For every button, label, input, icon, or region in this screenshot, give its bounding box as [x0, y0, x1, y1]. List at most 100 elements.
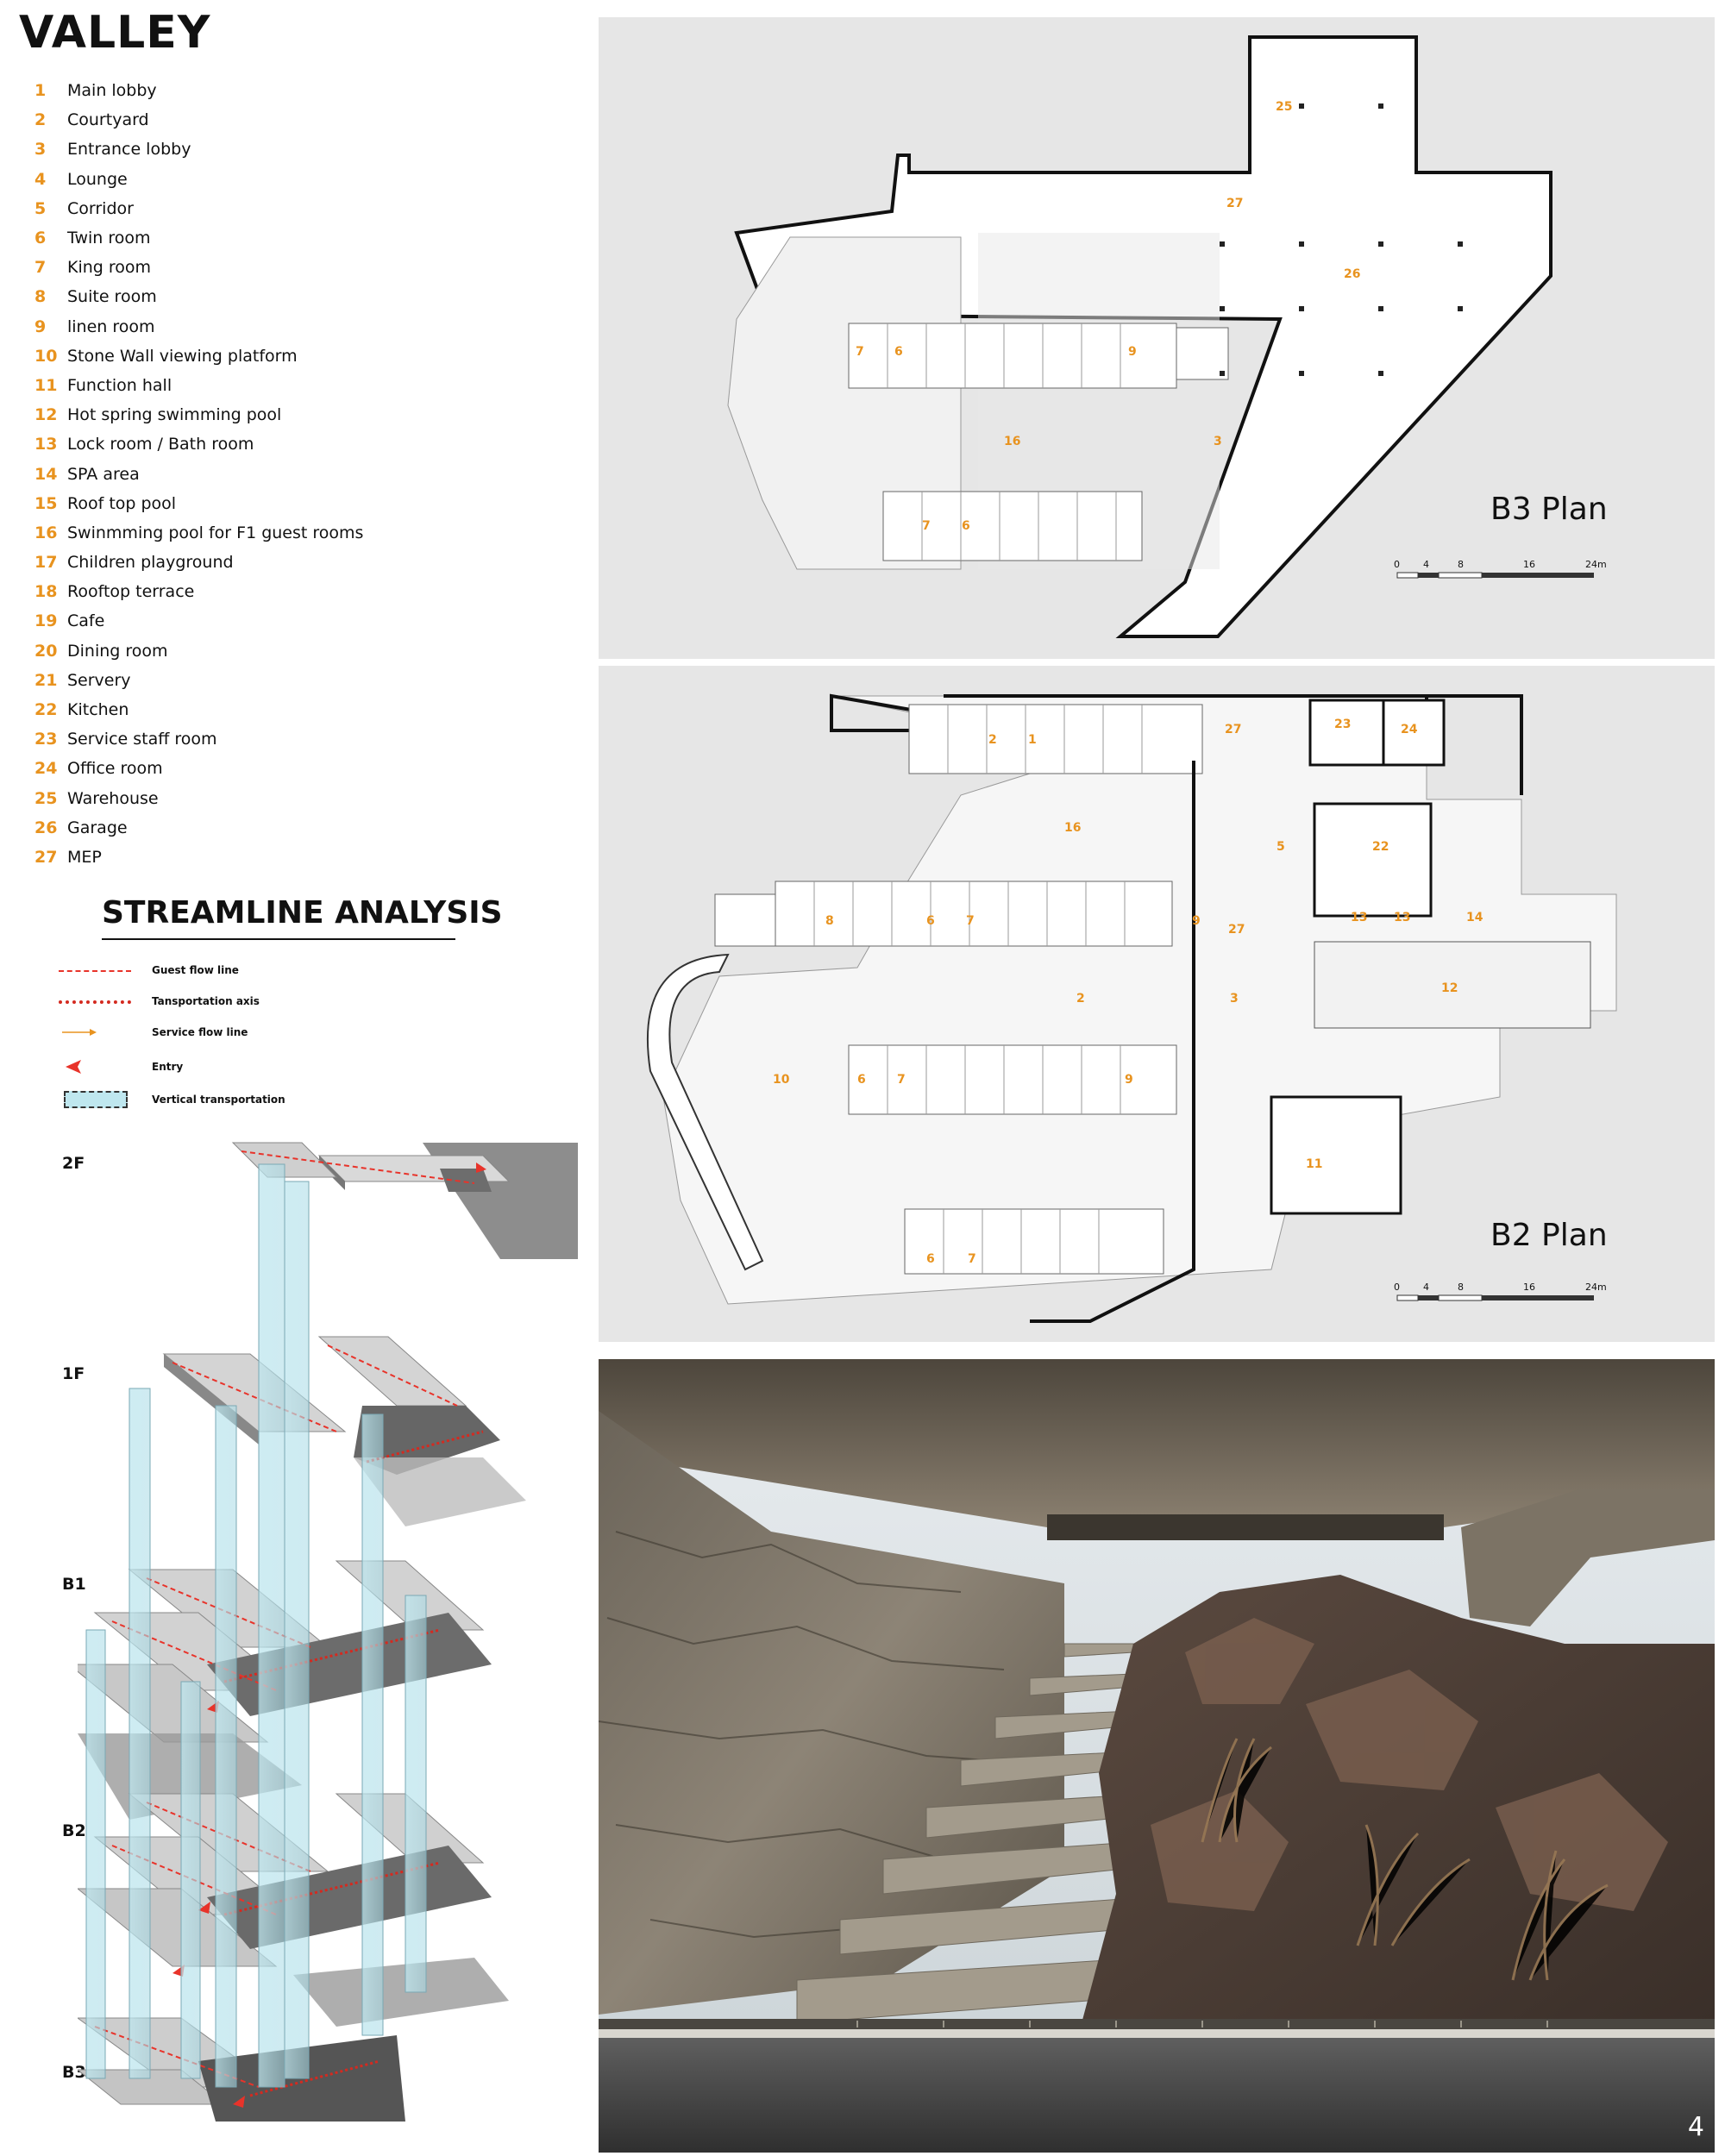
key-service-flow: Service flow line [59, 1019, 369, 1045]
legend-label: Rooftop terrace [67, 582, 195, 602]
legend-label: Lounge [67, 169, 128, 189]
legend-number: 12 [34, 405, 58, 425]
b2-scale-bar [1396, 1294, 1594, 1301]
level-label-2f: 2F [62, 1154, 85, 1173]
entry-arrow-icon [476, 1163, 486, 1173]
room-number: 16 [1064, 821, 1081, 835]
scale-tick: 4 [1423, 1282, 1429, 1293]
room-number: 10 [773, 1073, 790, 1087]
room-number: 11 [1306, 1157, 1322, 1171]
b3-scale-bar [1396, 572, 1594, 579]
legend-number: 25 [34, 788, 58, 808]
room-number: 6 [857, 1073, 866, 1087]
legend-item: 18 Rooftop terrace [34, 577, 518, 606]
legend-label: Swinmming pool for F1 guest rooms [67, 523, 364, 542]
legend-number: 18 [34, 582, 58, 602]
legend-label: Roof top pool [67, 493, 177, 513]
room-number: 23 [1334, 718, 1351, 731]
exploded-axonometric-diagram [78, 1142, 578, 2122]
b2-floor-plan: 2 1 27 23 24 16 5 22 8 6 7 9 27 13 13 14… [646, 693, 1617, 1323]
entry-arrow-icon [198, 1902, 210, 1914]
legend-label: Warehouse [67, 788, 159, 808]
scale-tick: 0 [1394, 559, 1400, 570]
legend-label: Courtyard [67, 110, 149, 130]
page-number: 4 [1687, 2112, 1704, 2142]
scale-tick: 8 [1458, 559, 1464, 570]
legend-label: Stone Wall viewing platform [67, 346, 298, 366]
legend-label: Garage [67, 818, 128, 837]
legend-number: 8 [34, 287, 47, 307]
room-number: 27 [1226, 197, 1243, 210]
room-number: 9 [1192, 914, 1201, 928]
room-number: 13 [1394, 911, 1410, 924]
legend-number: 26 [34, 818, 58, 837]
room-number: 7 [897, 1073, 906, 1087]
scale-tick: 24m [1585, 1282, 1607, 1293]
key-label: Vertical transportation [152, 1094, 285, 1106]
key-transport-axis: Tansportation axis [59, 988, 369, 1014]
legend-label: Children playground [67, 553, 234, 573]
legend-label: Main lobby [67, 81, 157, 101]
legend-item: 25 Warehouse [34, 784, 518, 813]
level-label-b2: B2 [62, 1821, 86, 1840]
key-label: Tansportation axis [152, 995, 260, 1007]
room-number: 26 [1344, 267, 1360, 281]
room-number: 7 [856, 345, 864, 359]
scale-tick: 16 [1523, 1282, 1535, 1293]
legend-label: Lock room / Bath room [67, 435, 254, 454]
room-number: 9 [1128, 345, 1137, 359]
legend-label: linen room [67, 317, 155, 336]
scale-tick: 24m [1585, 559, 1607, 570]
legend-number: 7 [34, 258, 47, 278]
level-label-b1: B1 [62, 1575, 86, 1594]
room-number: 2 [1076, 992, 1085, 1006]
room-number: 25 [1276, 100, 1292, 114]
level-label-1f: 1F [62, 1364, 85, 1383]
room-number: 3 [1214, 435, 1222, 448]
legend-label: Cafe [67, 611, 105, 631]
legend-number: 22 [34, 700, 58, 720]
legend-number: 20 [34, 641, 58, 661]
room-number: 5 [1276, 840, 1285, 854]
b3-plan-label: B3 Plan [1490, 492, 1608, 527]
legend-label: Kitchen [67, 700, 129, 720]
room-number: 27 [1225, 723, 1241, 736]
room-number: 7 [922, 519, 931, 533]
room-number: 9 [1125, 1073, 1133, 1087]
room-number: 24 [1401, 723, 1418, 736]
legend-number: 16 [34, 523, 58, 542]
legend-number: 15 [34, 493, 58, 513]
scale-tick: 16 [1523, 559, 1535, 570]
b3-floor-plan: 25 27 26 7 6 9 16 3 7 6 [727, 35, 1552, 638]
legend-number: 17 [34, 553, 58, 573]
legend-item: 16 Swinmming pool for F1 guest rooms [34, 518, 518, 548]
key-vertical: Vertical transportation [59, 1087, 369, 1112]
legend-number: 10 [34, 346, 58, 366]
room-number: 27 [1228, 923, 1245, 937]
room-number: 13 [1351, 911, 1367, 924]
legend-item: 15 Roof top pool [34, 489, 518, 518]
scale-tick: 4 [1423, 559, 1429, 570]
key-entry: Entry [59, 1054, 369, 1080]
legend-label: SPA area [67, 464, 140, 484]
legend-number: 13 [34, 435, 58, 454]
legend-item: 26 Garage [34, 813, 518, 843]
floor-2f [231, 1142, 578, 1259]
legend-number: 27 [34, 847, 58, 867]
room-number: 3 [1230, 992, 1239, 1006]
room-number: 7 [966, 914, 975, 928]
legend-number: 11 [34, 375, 58, 395]
